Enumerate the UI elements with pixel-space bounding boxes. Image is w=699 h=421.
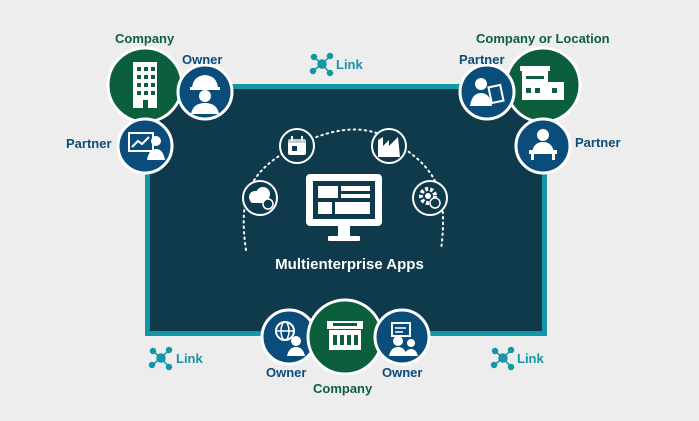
apps-dotted-arc (242, 128, 445, 251)
company-node-top-left (106, 46, 184, 124)
link-label-bottom-left: Link (176, 351, 203, 366)
network-link-icon-bottom-right (490, 346, 515, 371)
company-label-bottom: Company (313, 381, 373, 396)
clipboard-person-icon (458, 63, 516, 121)
desk-person-icon (514, 117, 572, 175)
network-link-icon-bottom-left (148, 346, 173, 371)
hard-hat-worker-icon (176, 63, 234, 121)
company-label-top-left: Company (115, 31, 175, 46)
partner-label-top-right: Partner (459, 52, 505, 67)
presenter-person-icon (373, 308, 431, 366)
desktop-monitor-icon (306, 174, 382, 241)
gear-sync-icon (412, 180, 448, 216)
owner-label-bottom-left: Owner (266, 365, 307, 380)
warehouse-icon (504, 46, 582, 124)
factory-icon (371, 128, 407, 164)
presenter-chart-icon (116, 117, 174, 175)
partner-label-top-left: Partner (66, 136, 112, 151)
apps-title: Multienterprise Apps (275, 256, 424, 273)
calendar-icon (279, 128, 315, 164)
storefront-icon (306, 298, 384, 376)
globe-person-icon (260, 308, 318, 366)
link-label-top: Link (336, 57, 363, 72)
owner-label-bottom-right: Owner (382, 365, 423, 380)
owner-label-top-left: Owner (182, 52, 223, 67)
network-link-icon-top (309, 52, 334, 77)
link-label-bottom-right: Link (517, 351, 544, 366)
company-or-location-label: Company or Location (476, 31, 610, 46)
cloud-sync-icon (242, 180, 278, 216)
partner-label-right: Partner (575, 135, 621, 150)
